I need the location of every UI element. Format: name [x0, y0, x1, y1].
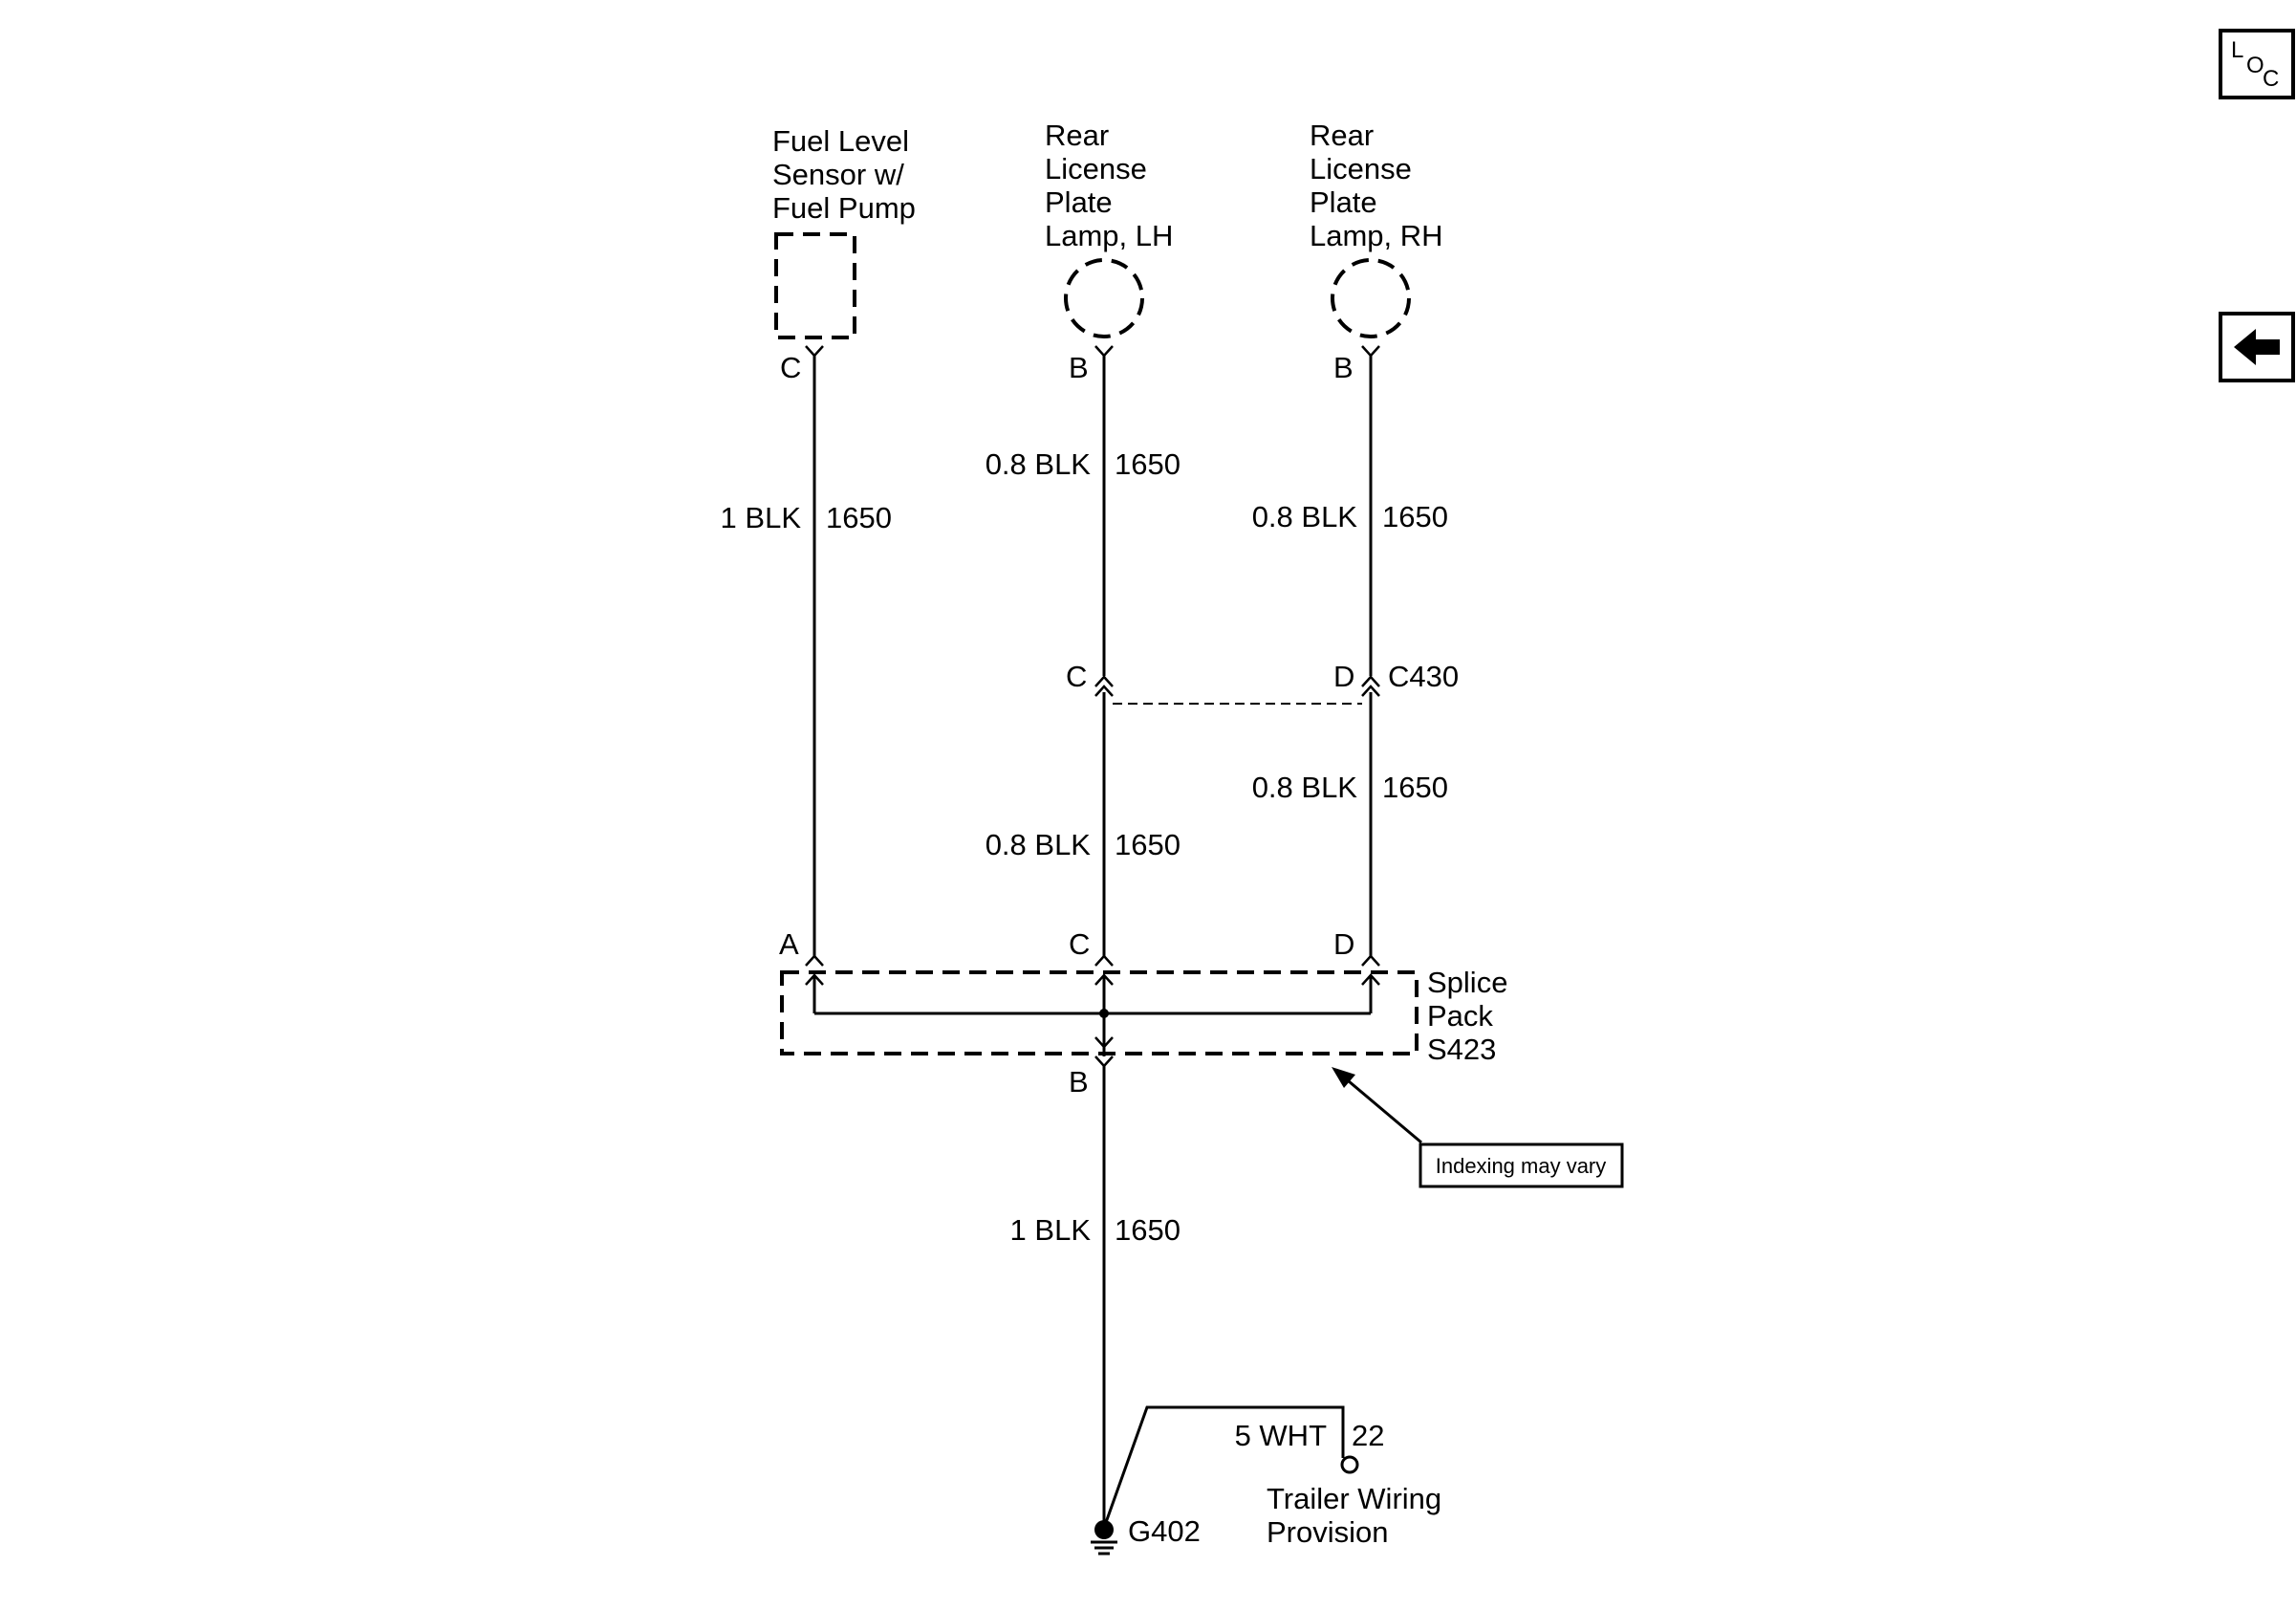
- lamp-lh-line-2: License: [1045, 152, 1147, 185]
- fuel-sensor-line-3: Fuel Pump: [772, 191, 916, 225]
- loc-letter-l: L: [2231, 37, 2243, 63]
- top-pin-connectors: [805, 345, 1380, 358]
- lamp-lh-line-3: Plate: [1045, 185, 1113, 219]
- rh-lower-wire-gauge: 0.8 BLK: [1252, 771, 1358, 804]
- fuel-sensor-line-2: Sensor w/: [772, 158, 904, 191]
- splice-pack-label: Splice Pack S423: [1427, 966, 1507, 1066]
- lamp-lh-line-4: Lamp, LH: [1045, 219, 1173, 252]
- lamp-rh-line-4: Lamp, RH: [1310, 219, 1443, 252]
- splice-pin-d: D: [1333, 927, 1354, 961]
- fuel-sensor-line-1: Fuel Level: [772, 124, 909, 158]
- left-arrow-icon: [2234, 329, 2280, 365]
- fuel-sensor-symbol: [774, 232, 856, 339]
- splice-line-3: S423: [1427, 1033, 1496, 1066]
- lamp-lh-line-1: Rear: [1045, 119, 1109, 152]
- lamp-rh-line-3: Plate: [1310, 185, 1377, 219]
- lamp-rh-line-2: License: [1310, 152, 1412, 185]
- splice-pin-a: A: [779, 927, 799, 961]
- ground-g402-symbol: [1091, 1520, 1117, 1556]
- rear-license-plate-lamp-rh-label: Rear License Plate Lamp, RH: [1310, 119, 1443, 252]
- location-button[interactable]: L O C: [2219, 29, 2295, 99]
- rh-lower-wire-circuit: 1650: [1382, 771, 1448, 804]
- lh-lower-wire-gauge: 0.8 BLK: [986, 828, 1092, 861]
- ground-wire-gauge: 1 BLK: [1010, 1213, 1092, 1247]
- splice-pack-inputs: [805, 954, 1380, 1068]
- lamp-lh-pin: B: [1069, 351, 1089, 384]
- lh-lower-wire-circuit: 1650: [1115, 828, 1180, 861]
- lh-upper-wire-circuit: 1650: [1115, 447, 1180, 481]
- lamp-rh-line-1: Rear: [1310, 119, 1374, 152]
- splice-line-2: Pack: [1427, 999, 1493, 1033]
- indexing-note-text: Indexing may vary: [1436, 1154, 1607, 1178]
- c430-label: C430: [1388, 660, 1459, 693]
- trailer-wire-circuit: 22: [1352, 1419, 1384, 1452]
- splice-pack-symbol: [780, 970, 1419, 1055]
- splice-line-1: Splice: [1427, 966, 1507, 999]
- lamp-rh-symbol: [1331, 258, 1411, 338]
- fuel-wire-circuit: 1650: [826, 501, 892, 534]
- ground-wire-circuit: 1650: [1115, 1213, 1180, 1247]
- trailer-wiring-label: Trailer Wiring Provision: [1267, 1482, 1441, 1549]
- splice-pin-c: C: [1069, 927, 1090, 961]
- rear-license-plate-lamp-lh-label: Rear License Plate Lamp, LH: [1045, 119, 1173, 252]
- loc-letter-c: C: [2263, 66, 2279, 92]
- lamp-rh-pin: B: [1333, 351, 1354, 384]
- trailer-line-2: Provision: [1267, 1515, 1389, 1549]
- back-button[interactable]: [2219, 312, 2295, 382]
- indexing-note-callout: Indexing may vary: [1332, 1067, 1624, 1188]
- rh-upper-wire-circuit: 1650: [1382, 500, 1448, 533]
- ground-label: G402: [1128, 1514, 1201, 1548]
- lamp-lh-symbol: [1064, 258, 1144, 338]
- fuel-wire-gauge: 1 BLK: [721, 501, 802, 534]
- trailer-wire-gauge: 5 WHT: [1235, 1419, 1328, 1452]
- rh-upper-wire-gauge: 0.8 BLK: [1252, 500, 1358, 533]
- fuel-level-sensor-label: Fuel Level Sensor w/ Fuel Pump: [772, 124, 916, 225]
- fuel-sensor-pin: C: [780, 351, 801, 384]
- c430-pin-d: D: [1333, 660, 1354, 693]
- c430-connector: [1094, 675, 1380, 705]
- c430-pin-c: C: [1066, 660, 1087, 693]
- trailer-wiring-branch: [1102, 1405, 1359, 1529]
- splice-pin-b: B: [1069, 1065, 1089, 1099]
- lh-upper-wire-gauge: 0.8 BLK: [986, 447, 1092, 481]
- trailer-line-1: Trailer Wiring: [1267, 1482, 1441, 1515]
- loc-letter-o: O: [2246, 53, 2264, 78]
